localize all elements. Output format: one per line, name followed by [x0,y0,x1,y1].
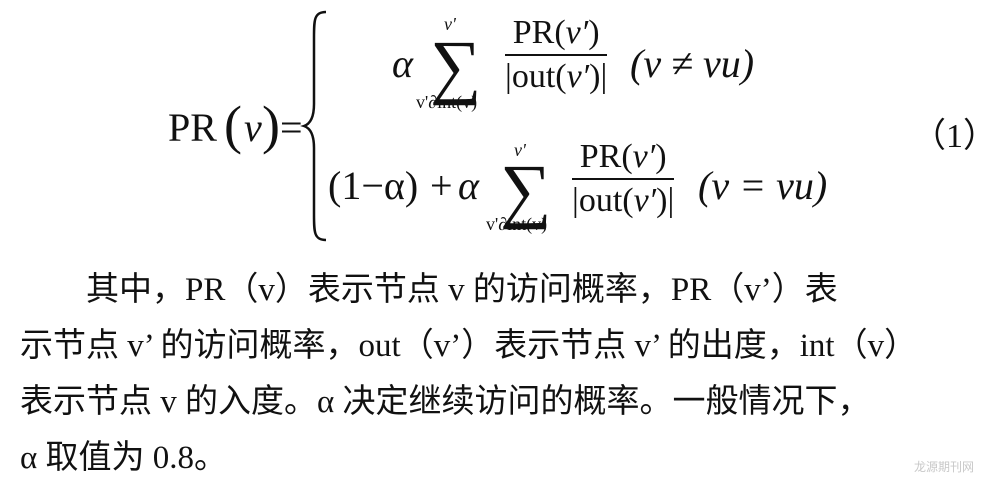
paragraph-line-1: 其中，PR（v）表示节点 v 的访问概率，PR（v’）表 [86,272,838,308]
case1-summation-icon: ∑ [430,26,482,106]
paragraph-line-2: 示节点 v’ 的访问概率，out（v’）表示节点 v’ 的出度，int（v） [20,328,918,364]
case1-sum-lower: v'∂int(v) [416,92,478,112]
equation-block: PR ( v ) = α v' ∑ v'∂int(v) PR(v′) |out(… [168,10,993,242]
case1-alpha: α [392,41,413,86]
explanation-paragraph: 其中，PR（v）表示节点 v 的访问概率，PR（v’）表 示节点 v’ 的访问概… [20,262,980,486]
lhs-variable: v [244,105,262,150]
case1-condition: (v ≠ vu) [630,41,755,86]
case1-numerator: PR(v′) [512,14,600,51]
case2-plus: + [430,163,453,208]
case2-sum-upper: v' [514,140,526,160]
case2-alpha: α [458,163,479,208]
case2-one-minus-alpha: (1−α) [328,163,419,208]
case2-summation-icon: ∑ [500,150,552,230]
case1-denominator: |out(v′)| [505,58,608,95]
case1-sum-upper: v' [444,14,456,34]
lhs-function: PR [168,105,217,150]
lhs-left-paren: ( [224,95,242,155]
case2-condition: (v = vu) [698,163,828,208]
paragraph-line-3: 表示节点 v 的入度。α 决定继续访问的概率。一般情况下， [20,384,871,420]
watermark-text: 龙源期刊网 [914,460,975,474]
case2-denominator: |out(v′)| [572,182,675,219]
lhs-right-paren: ) [262,95,280,155]
case1-fraction-bar [505,54,608,56]
case1-fraction: PR(v′) |out(v′)| [505,14,608,96]
case2-fraction: PR(v′) |out(v′)| [572,138,675,220]
case2-sum-lower: v'∂int(v) [486,214,548,234]
paragraph-line-4: α 取值为 0.8。 [20,440,228,476]
case2-fraction-bar [572,178,675,180]
case2-numerator: PR(v′) [579,138,667,175]
equation-number: （1） [912,118,993,155]
cases-brace [300,10,327,242]
lhs-equals: = [280,105,303,150]
